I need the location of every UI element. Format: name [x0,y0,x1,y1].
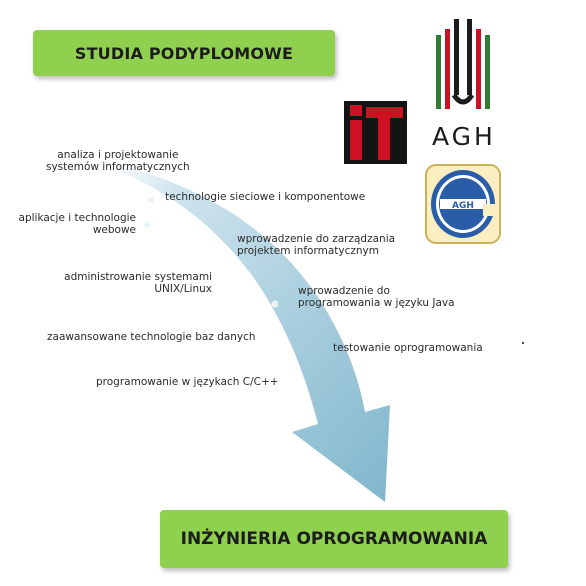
arrow-dot-3 [271,300,279,308]
agh-logo-text: AGH [432,122,496,151]
topic-line: UNIX/Linux [154,283,212,295]
topic-line: testowanie oprogramowania [333,342,483,354]
topic-network-tech: technologie sieciowe i komponentowe [165,191,365,203]
topic-c-cpp: programowanie w językach C/C++ [96,376,279,388]
topic-line: systemów informatycznych [46,161,190,173]
e-logo-text: AGH [452,201,474,211]
topic-line: technologie sieciowe i komponentowe [165,191,366,203]
topic-unix-admin: administrowanie systemami UNIX/Linux [40,271,212,295]
topic-project-management: wprowadzenie do zarządzania projektem in… [237,233,395,257]
top-banner: STUDIA PODYPLOMOWE [33,30,335,76]
stray-dot [522,342,524,344]
it-logo [344,101,407,164]
topic-line: wprowadzenie do zarządzania [237,233,396,245]
topic-web-apps: aplikacje i technologie webowe [8,212,136,236]
topic-line: zaawansowane technologie baz danych [47,331,256,343]
topic-analysis: analiza i projektowanie systemów informa… [46,149,190,173]
topic-testing: testowanie oprogramowania [333,342,483,354]
topic-line: administrowanie systemami [64,271,212,283]
arrow-dot-2 [144,222,150,228]
topic-line: programowania w języku Java [298,297,455,309]
topic-line: projektem informatycznym [237,245,379,257]
topic-line: programowanie w językach C/C++ [96,376,279,388]
topic-line: webowe [92,224,136,236]
topic-databases: zaawansowane technologie baz danych [47,331,256,343]
e-agh-logo: AGH [425,164,501,244]
topic-java: wprowadzenie do programowania w języku J… [298,285,455,309]
bottom-banner: INŻYNIERIA OPROGRAMOWANIA [160,510,508,568]
arrow-dot-1 [148,197,154,203]
topic-line: aplikacje i technologie [18,212,136,224]
agh-logo-mark [436,19,490,109]
arrow-body [45,148,390,502]
topic-line: analiza i projektowanie [57,149,179,161]
topic-line: wprowadzenie do [298,285,390,297]
